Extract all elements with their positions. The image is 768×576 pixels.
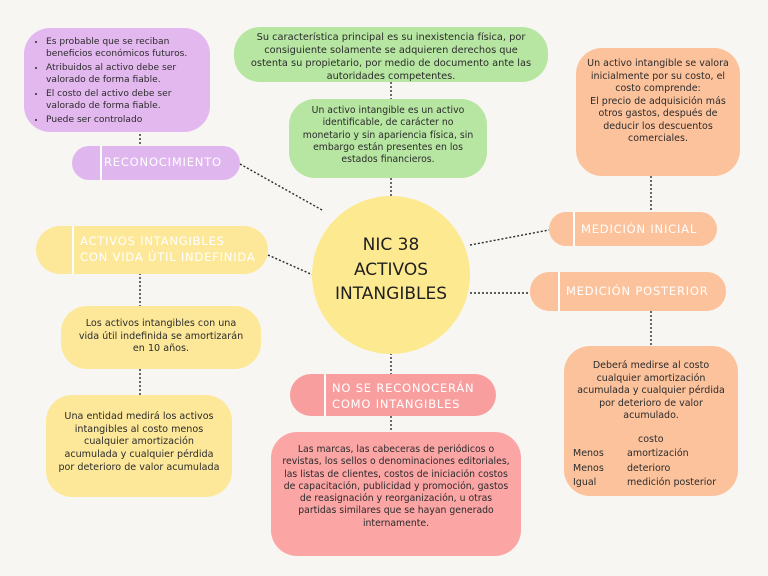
formula-row: costo [572, 433, 730, 448]
definition-box-intangible: Un activo intangible es un activo identi… [289, 99, 487, 178]
formula-term: deterioro [627, 462, 671, 474]
formula-row: Menos deterioro [572, 462, 730, 477]
formula-operator: Menos [573, 448, 604, 460]
definition-characteristic-text: Su característica principal es su inexis… [250, 32, 532, 82]
pill-divider [324, 374, 326, 416]
pill-divider [558, 272, 560, 311]
formula-row: Igual medición posterior [572, 476, 730, 491]
reconocimiento-criteria-list: Es probable que se reciban beneficios ec… [32, 36, 202, 126]
reconocimiento-label: RECONOCIMIENTO [72, 146, 240, 180]
central-title-line3: INTANGIBLES [335, 284, 447, 305]
pill-divider [72, 226, 74, 274]
formula-operator [572, 433, 626, 448]
formula-row: Menos amortización [572, 447, 730, 462]
criteria-item: Atribuidos al activo debe ser valorado d… [46, 62, 202, 86]
formula-term: costo [638, 433, 664, 445]
definition-box-characteristic: Su característica principal es su inexis… [234, 27, 548, 82]
reconocimiento-criteria-box: Es probable que se reciban beneficios ec… [24, 28, 210, 132]
medicion-inicial-label: MEDICIÓN INICIAL [549, 212, 717, 246]
formula-operator: Igual [573, 477, 597, 489]
medicion-inicial-label-text: MEDICIÓN INICIAL [581, 222, 698, 236]
vida-util-amortization-box: Los activos intangibles con una vida úti… [61, 306, 261, 369]
connector-vida-util [267, 254, 314, 276]
reconocimiento-label-text: RECONOCIMIENTO [104, 155, 222, 169]
no-reconoceran-box: Las marcas, las cabeceras de periódicos … [271, 432, 521, 556]
medicion-posterior-box: Deberá medirse al costo cualquier amorti… [564, 346, 738, 496]
central-topic: NIC 38 ACTIVOS INTANGIBLES [312, 196, 470, 354]
vida-util-label-line2: CON VIDA ÚTIL INDEFINIDA [80, 249, 256, 264]
no-reconoceran-label: NO SE RECONOCERÁN COMO INTANGIBLES [290, 374, 496, 416]
no-reconoceran-label-line2: COMO INTANGIBLES [332, 396, 461, 411]
pill-divider [100, 146, 102, 180]
central-title-line2: ACTIVOS [353, 259, 429, 280]
medicion-inicial-box: Un activo intangible se valora inicialme… [576, 48, 740, 176]
criteria-item: Es probable que se reciban beneficios ec… [46, 36, 202, 60]
criteria-item: Puede ser controlado [46, 114, 202, 126]
central-title-line1: NIC 38 [362, 235, 420, 255]
vida-util-label: ACTIVOS INTANGIBLES CON VIDA ÚTIL INDEFI… [36, 226, 268, 274]
medicion-posterior-label: MEDICIÓN POSTERIOR [530, 272, 726, 311]
connector-medicion-inicial [469, 229, 550, 246]
definition-intangible-text: Un activo intangible es un activo identi… [302, 105, 474, 166]
vida-util-label-line1: ACTIVOS INTANGIBLES [80, 234, 225, 248]
medicion-inicial-intro: Un activo intangible se valora inicialme… [587, 58, 729, 95]
formula-term: amortización [627, 448, 689, 460]
no-reconoceran-label-line1: NO SE RECONOCERÁN [332, 381, 475, 395]
no-reconoceran-text: Las marcas, las cabeceras de periódicos … [282, 444, 510, 529]
medicion-posterior-text: Deberá medirse al costo cualquier amorti… [577, 360, 725, 422]
pill-divider [573, 212, 575, 246]
vida-util-measurement-text: Una entidad medirá los activos intangibl… [58, 411, 220, 473]
formula-term: medición posterior [627, 477, 717, 489]
criteria-item: El costo del activo debe ser valorado de… [46, 88, 202, 112]
medicion-inicial-body: El precio de adquisición más otros gasto… [590, 95, 726, 145]
medicion-posterior-label-text: MEDICIÓN POSTERIOR [566, 284, 709, 298]
medicion-posterior-formula: costo Menos amortización Menos deterioro… [572, 433, 730, 491]
vida-util-amortization-text: Los activos intangibles con una vida úti… [78, 318, 244, 355]
vida-util-measurement-box: Una entidad medirá los activos intangibl… [46, 395, 232, 497]
formula-operator: Menos [573, 462, 604, 474]
